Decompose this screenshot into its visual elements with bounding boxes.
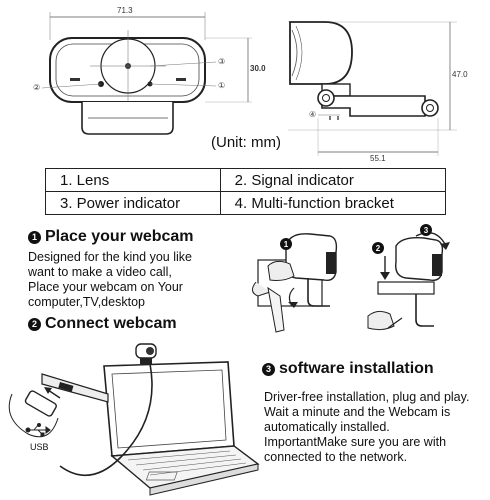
callout-2: ②	[33, 83, 41, 92]
table-row: 3. Power indicator 4. Multi-function bra…	[45, 191, 447, 215]
section-number-badge: 3	[262, 362, 275, 376]
callout-3: ③	[218, 57, 226, 66]
step-badge-text: 2	[376, 244, 381, 253]
step-badge-text: 1	[284, 240, 289, 249]
usb-cable	[59, 363, 153, 477]
section-place-text: Designed for the kind you like want to m…	[28, 250, 192, 310]
section-place-heading: 1 Place your webcam	[28, 228, 194, 246]
text-line: computer,TV,desktop	[28, 295, 145, 309]
text-line: want to make a video call,	[28, 265, 172, 279]
section-title: Place your webcam	[45, 228, 194, 245]
legend-cell: 3. Power indicator	[45, 191, 221, 215]
dimension-drawing	[41, 12, 457, 156]
width-dimension: 71.3	[117, 6, 133, 15]
step-badge-2	[372, 242, 384, 254]
mounting-illustration: 1 2 3	[252, 224, 450, 333]
total-height-dimension: 47.0	[452, 70, 468, 79]
usb-symbol-icon	[25, 423, 51, 437]
section-number-badge: 2	[28, 317, 41, 331]
legend-cell: 2. Signal indicator	[219, 168, 447, 192]
text-line: ImportantMake sure you are with	[264, 435, 447, 449]
webcam-side-body	[289, 21, 353, 85]
parts-legend-table: 1. Lens 2. Signal indicator 3. Power ind…	[45, 168, 447, 215]
callout-1: ①	[218, 81, 226, 90]
bracket-side	[321, 95, 426, 117]
step-badge-3	[420, 224, 432, 236]
section-software-heading: 3 software installation	[262, 360, 434, 378]
height-dimension: 30.0	[250, 64, 266, 73]
text-line: automatically installed.	[264, 420, 390, 434]
legend-cell: 1. Lens	[45, 168, 221, 192]
step-badge-text: 3	[424, 226, 429, 235]
usb-plug	[24, 390, 57, 417]
unit-note: (Unit: mm)	[211, 134, 281, 151]
text-line: Designed for the kind you like	[28, 250, 192, 264]
callout-4: ④	[309, 110, 317, 119]
section-number-badge: 1	[28, 230, 41, 244]
section-title: Connect webcam	[45, 315, 177, 332]
section-connect-heading: 2 Connect webcam	[28, 315, 177, 333]
section-title: software installation	[279, 360, 434, 377]
text-line: Driver-free installation, plug and play.	[264, 390, 470, 404]
legend-cell: 4. Multi-function bracket	[219, 191, 447, 215]
step-badge-1	[280, 238, 292, 250]
depth-dimension: 55.1	[370, 154, 386, 163]
laptop-illustration: USB	[8, 343, 260, 496]
text-line: Place your webcam on Your	[28, 280, 183, 294]
text-line: connected to the network.	[264, 450, 408, 464]
text-line: Wait a minute and the Webcam is	[264, 405, 451, 419]
section-software-text: Driver-free installation, plug and play.…	[264, 390, 469, 465]
usb-label: USB	[30, 442, 49, 452]
table-row: 1. Lens 2. Signal indicator	[45, 168, 447, 192]
